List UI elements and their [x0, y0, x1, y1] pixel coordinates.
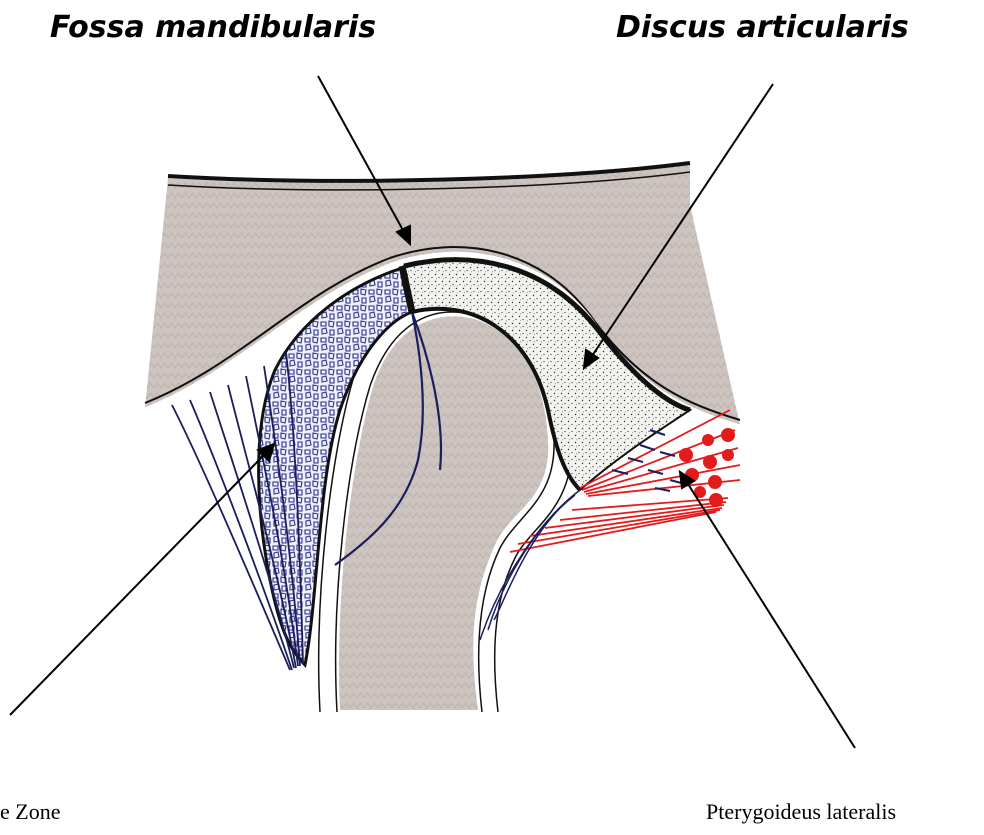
bilaminar-arrow-line: [10, 455, 264, 715]
pterygoid-arrow-line: [688, 484, 855, 748]
